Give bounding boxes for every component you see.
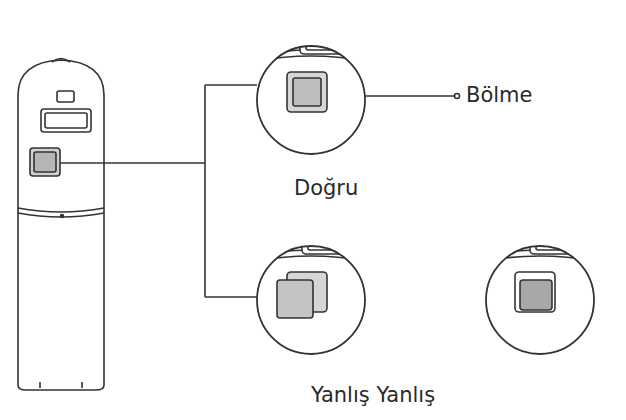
status-label: Doğru bbox=[294, 176, 358, 201]
detail-wrong-2 bbox=[479, 232, 601, 354]
detail-correct bbox=[250, 28, 372, 154]
detail-wrong-1 bbox=[250, 232, 372, 354]
device-body bbox=[18, 59, 104, 391]
status-label: Yanlış Yanlış bbox=[311, 383, 435, 408]
part-label: Bölme bbox=[466, 83, 532, 108]
